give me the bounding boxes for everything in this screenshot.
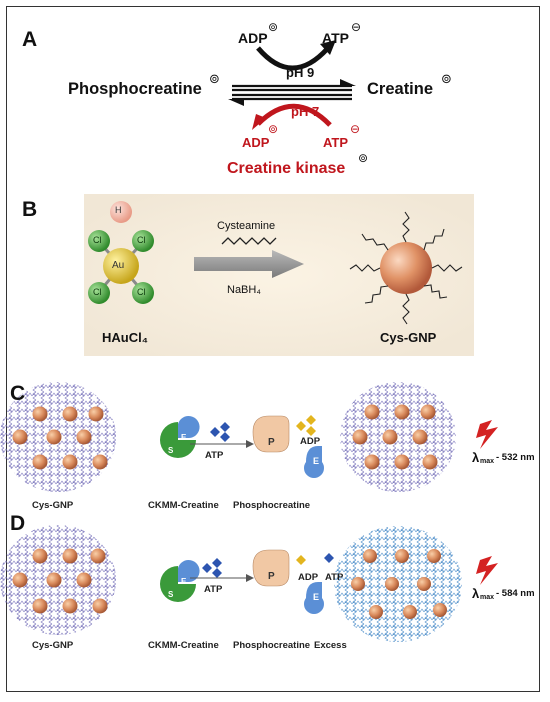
enzyme-complex-d <box>160 560 200 602</box>
panel-b-letter: B <box>22 198 38 221</box>
p-badge: P <box>268 437 275 448</box>
e-badge: E <box>181 577 187 586</box>
atp-label-d: ATP <box>204 584 223 595</box>
minus-icon: ⊖ <box>350 122 361 136</box>
panel-a-letter: A <box>22 28 38 51</box>
reaction-arrow <box>194 250 304 278</box>
cys-gnp-label-c: Cys-GNP <box>32 500 74 511</box>
cl-label: Cl <box>137 235 146 245</box>
atp-diamonds-c <box>210 422 230 442</box>
wavelength-c: - 532 nm <box>496 452 535 463</box>
adp-top-label: ADP <box>238 30 268 46</box>
lightning-icon-c <box>476 420 498 449</box>
gnp-cluster-d-left <box>0 525 116 635</box>
zwitter-icon: ⊚ <box>209 71 220 86</box>
black-curve-arrow <box>256 46 330 71</box>
minus-icon: ⊖ <box>351 20 362 34</box>
h-atom <box>110 201 132 223</box>
atp-diamond-d <box>324 553 334 563</box>
cl-atom <box>88 282 110 304</box>
adp-bottom-label: ADP <box>242 135 270 150</box>
atp-diamonds-d <box>202 558 222 578</box>
cl-label: Cl <box>93 287 102 297</box>
ph7-label: pH 7 <box>291 104 320 119</box>
cysteamine-label: Cysteamine <box>217 220 276 232</box>
e-blob-c <box>304 446 324 479</box>
cys-gnp-label: Cys-GNP <box>380 330 437 345</box>
haucl4-label: HAuCl₄ <box>102 330 148 345</box>
au-label: Au <box>112 260 125 271</box>
cys-gnp-label-d: Cys-GNP <box>32 640 74 651</box>
lambda-subscript: max <box>480 594 495 601</box>
e-badge: E <box>313 592 320 602</box>
s-badge: S <box>168 446 174 455</box>
excess-label-d: Excess <box>314 640 347 651</box>
ph9-label: pH 9 <box>286 65 315 80</box>
zwitter-icon: ⊚ <box>358 151 369 165</box>
e-badge: E <box>181 433 187 442</box>
atp-right-label-d: ATP <box>325 572 344 583</box>
enzyme-complex-c <box>160 416 200 458</box>
ckmm-label-c: CKMM-Creatine <box>148 500 219 511</box>
atp-label-c: ATP <box>205 450 224 461</box>
adp-diamonds-c <box>296 415 316 436</box>
p-blob-c <box>252 415 290 453</box>
nabh4-label: NaBH₄ <box>227 284 261 296</box>
p-blob-d <box>252 549 290 587</box>
h-label: H <box>115 205 122 215</box>
ligand-chains <box>349 211 463 325</box>
gnp-cluster-c-left <box>0 382 116 492</box>
cl-label: Cl <box>93 235 102 245</box>
au-atom <box>103 248 139 284</box>
gnp-cluster-c-right <box>340 382 456 492</box>
panel-c-letter: C <box>10 382 26 405</box>
lightning-icon-d <box>476 556 498 585</box>
phosphocreatine-label-c: Phosphocreatine <box>233 500 311 511</box>
cysteamine-zigzag <box>221 237 277 245</box>
wavelength-d: - 584 nm <box>496 588 535 599</box>
panel-d-letter: D <box>10 512 26 535</box>
s-badge: S <box>168 590 174 599</box>
creatine-kinase-label: Creatine kinase <box>227 160 346 177</box>
e-badge: E <box>313 456 320 466</box>
lambda-symbol: λ <box>472 450 480 465</box>
cl-atom <box>132 282 154 304</box>
phosphocreatine-label-d: Phosphocreatine <box>233 640 311 651</box>
atp-bottom-label: ATP <box>323 135 349 150</box>
adp-label-d: ADP <box>298 572 319 583</box>
lambda-symbol: λ <box>472 586 480 601</box>
ckmm-label-d: CKMM-Creatine <box>148 640 219 651</box>
cl-atom <box>88 230 110 252</box>
phosphocreatine-label: Phosphocreatine <box>68 80 202 98</box>
cys-gnp-particle <box>380 242 432 294</box>
creatine-label: Creatine <box>367 80 434 98</box>
cl-label: Cl <box>137 287 146 297</box>
atp-top-label: ATP <box>322 30 349 46</box>
p-badge: P <box>268 571 275 582</box>
zwitter-icon: ⊚ <box>441 71 452 86</box>
e-blob-d <box>304 582 324 614</box>
adp-diamond-d <box>296 555 306 565</box>
gnp-cluster-d-right <box>334 526 462 642</box>
lambda-subscript: max <box>480 458 495 465</box>
zwitter-icon: ⊚ <box>268 20 279 34</box>
red-curve-arrow <box>256 103 332 127</box>
adp-label-c: ADP <box>300 436 321 447</box>
cl-atom <box>132 230 154 252</box>
zwitter-icon: ⊚ <box>268 122 279 136</box>
figure-frame <box>6 6 540 692</box>
